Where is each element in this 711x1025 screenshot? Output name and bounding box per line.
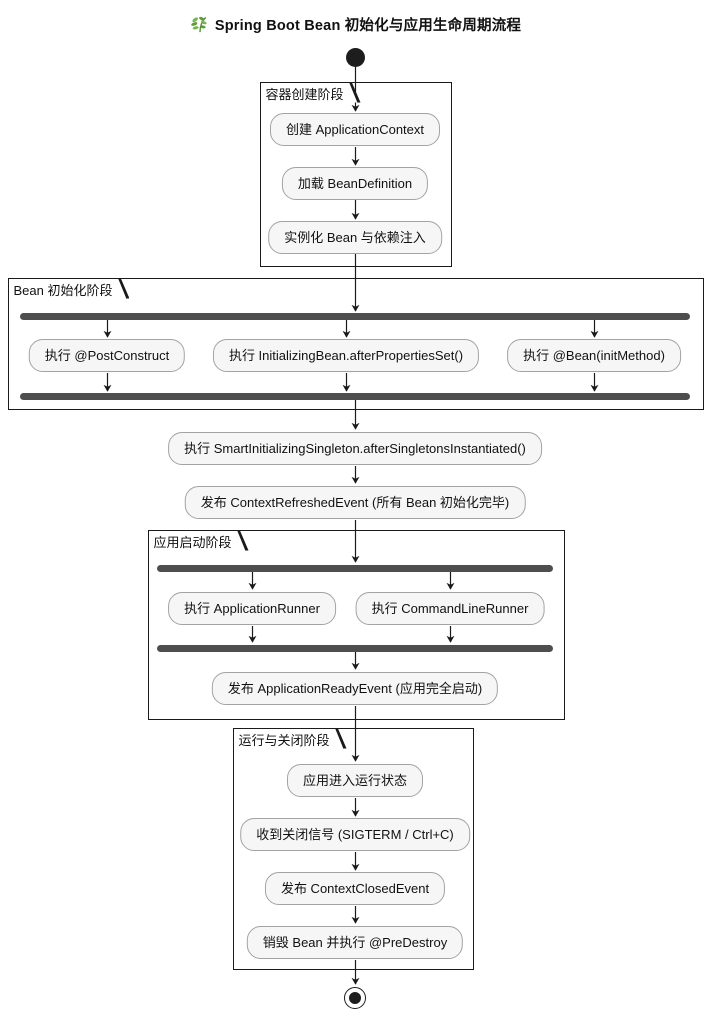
partition-bean-initialization: Bean 初始化阶段 (8, 278, 704, 410)
tab-shape (8, 278, 130, 299)
tab-shape (233, 728, 347, 749)
partition-label: 运行与关闭阶段 (238, 733, 330, 748)
activity-destroy-bean-pre-destroy: 销毁 Bean 并执行 @PreDestroy (246, 926, 464, 959)
activity-create-application-context: 创建 ApplicationContext (269, 113, 441, 146)
partition-label-tab: 运行与关闭阶段 (233, 728, 347, 749)
join-bar (20, 393, 690, 400)
activity-shutdown-signal: 收到关闭信号 (SIGTERM / Ctrl+C) (240, 818, 470, 851)
activity-after-properties-set: 执行 InitializingBean.afterPropertiesSet() (212, 339, 480, 372)
activity-app-running-state: 应用进入运行状态 (286, 764, 424, 797)
end-node (344, 986, 366, 1009)
activity-after-singletons-instantiated: 执行 SmartInitializingSingleton.afterSingl… (168, 432, 542, 465)
activity-command-line-runner: 执行 CommandLineRunner (355, 592, 545, 625)
activity-post-construct: 执行 @PostConstruct (28, 339, 186, 372)
tab-shape (260, 82, 361, 103)
diagram-title-text: Spring Boot Bean 初始化与应用生命周期流程 (214, 17, 522, 34)
partition-label: 应用启动阶段 (153, 535, 232, 550)
partition-run-and-shutdown: 运行与关闭阶段 (233, 728, 474, 970)
activity-load-bean-definition: 加载 BeanDefinition (281, 167, 429, 200)
fork-bar (157, 565, 553, 572)
partition-label-tab: 容器创建阶段 (260, 82, 361, 103)
fork-bar (20, 313, 690, 320)
herb-icon (191, 16, 207, 32)
join-bar (157, 645, 553, 652)
partition-label-tab: 应用启动阶段 (148, 530, 249, 551)
activity-application-runner: 执行 ApplicationRunner (168, 592, 336, 625)
activity-context-closed-event: 发布 ContextClosedEvent (264, 872, 446, 905)
tab-shape (148, 530, 249, 551)
activity-instantiate-bean-and-inject: 实例化 Bean 与依赖注入 (268, 221, 442, 254)
partition-container-creation: 容器创建阶段 (260, 82, 452, 267)
activity-bean-init-method: 执行 @Bean(initMethod) (507, 339, 681, 372)
partition-label-tab: Bean 初始化阶段 (8, 278, 130, 299)
activity-application-ready-event: 发布 ApplicationReadyEvent (应用完全启动) (211, 672, 499, 705)
diagram-title: Spring Boot Bean 初始化与应用生命周期流程 (0, 13, 711, 35)
partition-label: Bean 初始化阶段 (13, 283, 113, 298)
end-node-dot (349, 991, 361, 1004)
activity-context-refreshed-event: 发布 ContextRefreshedEvent (所有 Bean 初始化完毕) (184, 486, 526, 519)
partition-application-startup: 应用启动阶段 (148, 530, 565, 720)
start-node (346, 48, 365, 67)
partition-label: 容器创建阶段 (265, 87, 344, 102)
